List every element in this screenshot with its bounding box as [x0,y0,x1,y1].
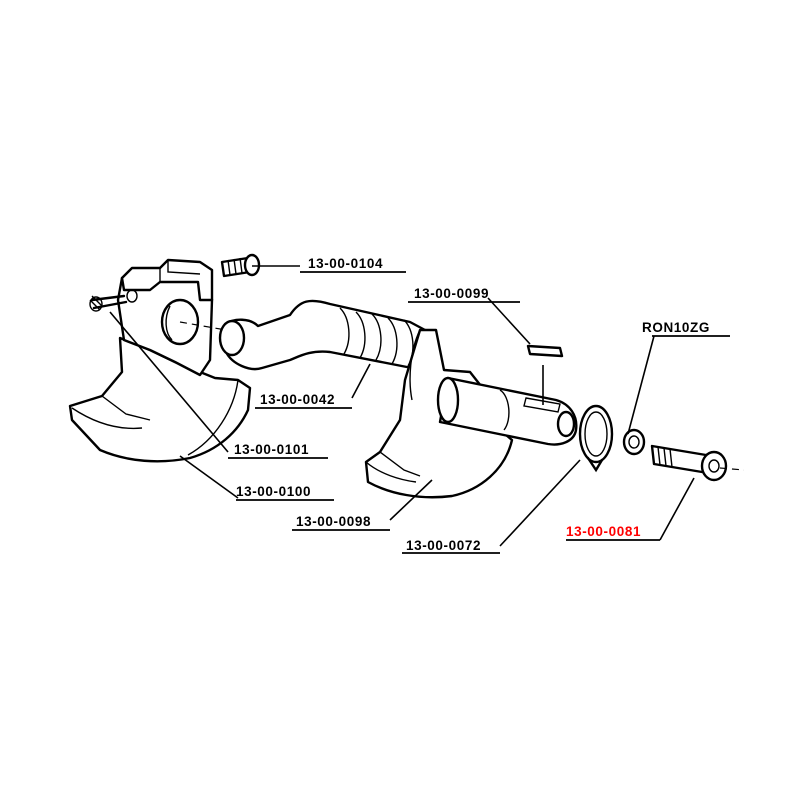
part-label-0081: 13-00-0081 [566,524,660,541]
part-label-0098: 13-00-0098 [292,514,390,531]
label-text: 13-00-0099 [414,286,489,301]
label-text: 13-00-0104 [308,256,383,271]
part-label-ron10zg: RON10ZG [642,320,730,337]
label-text: 13-00-0042 [260,392,335,407]
key-0099 [526,344,564,358]
crank-shaft [218,299,427,371]
leader-lines [109,265,695,547]
part-label-0101: 13-00-0101 [228,442,328,459]
circlip-0072 [578,404,614,473]
left-hammer-block [68,258,252,463]
part-label-0104: 13-00-0104 [300,256,406,273]
part-label-0099: 13-00-0099 [408,286,520,303]
part-label-0100: 13-00-0100 [236,484,334,501]
main-shaft [436,365,578,446]
label-text: 13-00-0100 [236,484,311,499]
washer-ron10zg [622,428,646,456]
bolt-0081 [650,444,745,482]
label-text: RON10ZG [642,320,710,335]
screw-0104 [220,253,261,278]
label-text: 13-00-0072 [406,538,481,553]
part-label-0072: 13-00-0072 [402,538,500,554]
label-text-highlighted: 13-00-0081 [566,524,641,539]
label-text: 13-00-0101 [234,442,309,457]
label-text: 13-00-0098 [296,514,371,529]
spring-pin [89,294,128,312]
part-label-0042: 13-00-0042 [255,392,352,409]
